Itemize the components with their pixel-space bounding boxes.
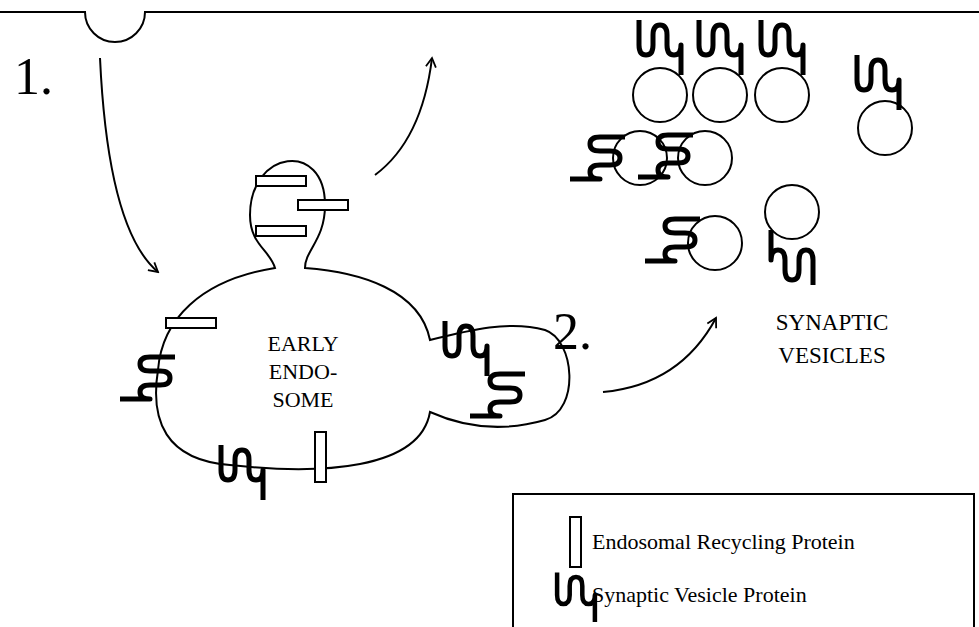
synaptic-vesicle xyxy=(858,101,912,155)
group-label: SYNAPTIC VESICLES xyxy=(742,306,922,372)
recycling-protein-sample xyxy=(570,517,581,567)
early-endosome: EARLY ENDO- SOME xyxy=(150,140,590,485)
vesicle-protein xyxy=(470,374,525,416)
vesicle-protein xyxy=(699,20,741,75)
vesicle-protein xyxy=(120,357,175,399)
compartment-name: EARLY ENDO- SOME xyxy=(255,330,351,414)
legend-box: Endosomal Recycling ProteinSynaptic Vesi… xyxy=(512,493,975,627)
budding-arrow xyxy=(603,318,716,392)
synaptic-vesicle xyxy=(693,68,747,122)
endosome-outline xyxy=(150,140,590,485)
legend-entry: Endosomal Recycling Protein xyxy=(592,529,855,555)
step-number: 1. xyxy=(14,48,53,105)
vesicle-protein xyxy=(857,55,899,110)
vesicle-protein xyxy=(645,219,700,261)
synaptic-vesicle xyxy=(633,68,687,122)
endocytosis-arrow xyxy=(100,58,158,272)
legend-entry: Synaptic Vesicle Protein xyxy=(592,582,807,608)
synaptic-vesicle xyxy=(755,68,809,122)
endosome-membrane xyxy=(156,161,569,469)
recycling-protein xyxy=(166,318,216,328)
plasma-membrane xyxy=(0,12,979,42)
vesicle-protein xyxy=(639,20,681,75)
recycling-protein xyxy=(298,200,348,210)
vesicle-protein xyxy=(638,135,693,177)
step-number: 2. xyxy=(553,303,592,360)
vesicle-protein xyxy=(761,20,803,75)
vesicle-protein-sample xyxy=(557,573,595,623)
recycling-protein xyxy=(256,226,306,236)
recycling-protein xyxy=(315,432,326,482)
vesicle-protein xyxy=(570,137,625,179)
recycling-arrow xyxy=(375,58,432,175)
vesicle-protein xyxy=(445,321,487,376)
recycling-protein xyxy=(256,176,306,186)
legend-samples xyxy=(514,495,977,627)
vesicle-protein xyxy=(221,445,263,500)
vesicle-protein xyxy=(771,230,813,285)
